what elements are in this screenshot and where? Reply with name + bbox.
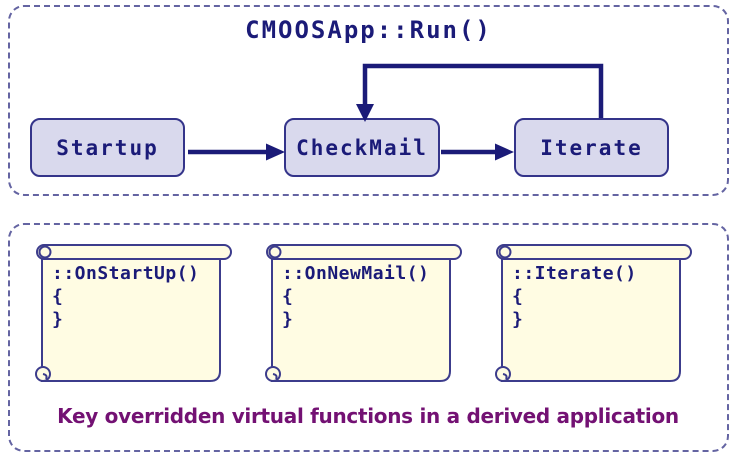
node-iterate: Iterate (514, 118, 669, 177)
scroll-code: ::OnNewMail() { } (282, 263, 430, 330)
scroll-code: ::Iterate() { } (512, 263, 637, 330)
node-checkmail: CheckMail (284, 118, 440, 177)
scroll-onnewmail: ::OnNewMail() { } (264, 242, 464, 384)
scroll-shape-icon (265, 244, 462, 382)
scroll-onstartup: ::OnStartUp() { } (34, 242, 234, 384)
scroll-code: ::OnStartUp() { } (52, 263, 200, 330)
diagram-caption: Key overridden virtual functions in a de… (57, 404, 679, 428)
scroll-shape-icon (35, 244, 232, 382)
run-panel-title: CMOOSApp::Run() (245, 16, 492, 44)
scroll-iterate: ::Iterate() { } (494, 242, 694, 384)
scroll-shape-icon (495, 244, 692, 382)
node-startup: Startup (30, 118, 185, 177)
